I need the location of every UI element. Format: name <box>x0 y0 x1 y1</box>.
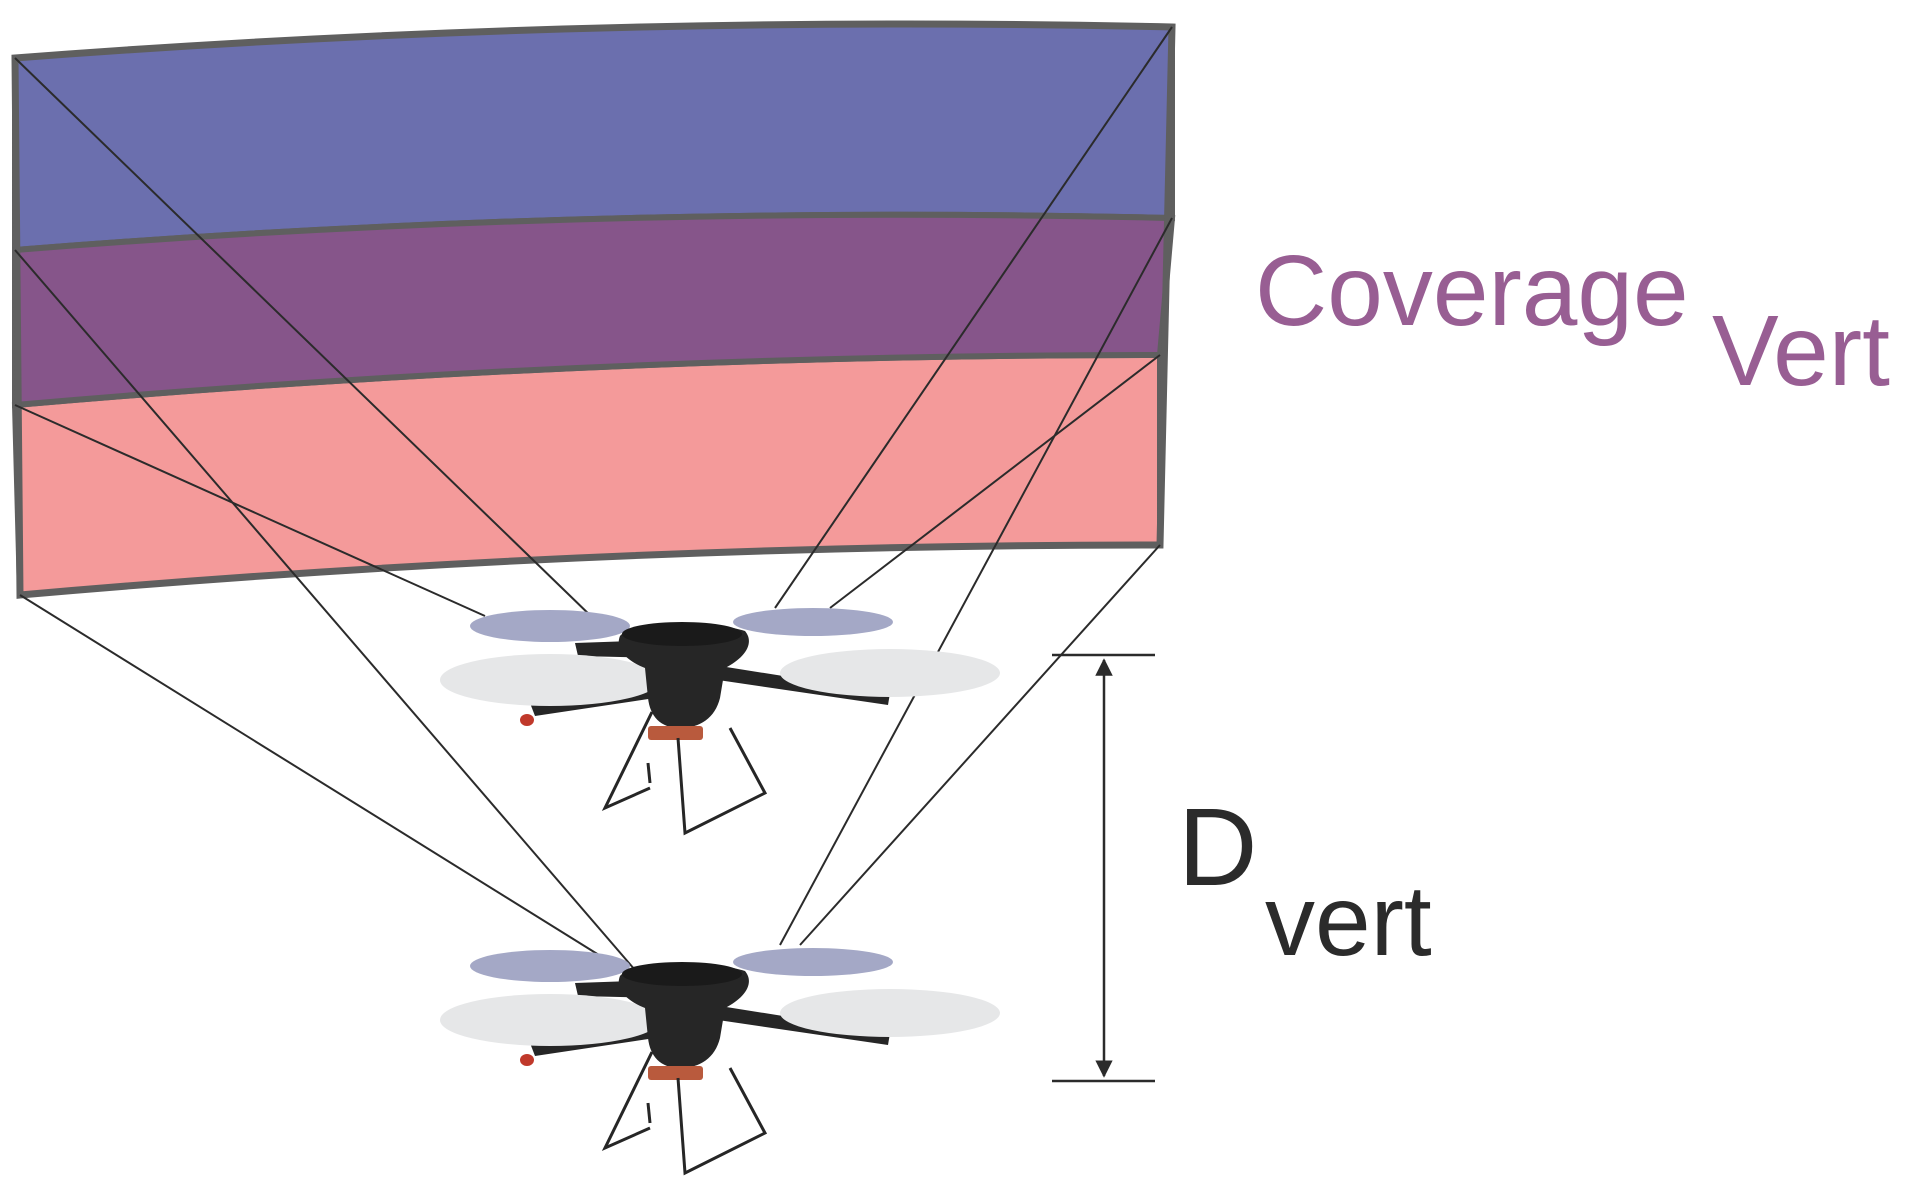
distance-label-main: D <box>1178 786 1257 909</box>
coverage-vert-label: Coverage Vert <box>1255 235 1890 407</box>
d-vert-label: D vert <box>1178 786 1432 977</box>
quadcopter-drone-icon <box>438 606 1002 835</box>
distance-label-subscript: vert <box>1265 865 1432 977</box>
vertical-distance-dimension <box>1052 653 1155 1083</box>
coverage-label-main: Coverage <box>1255 235 1689 347</box>
upper-drone-fov-lines <box>14 26 1173 621</box>
quadcopter-drone-icon <box>438 946 1002 1175</box>
coverage-band-outline <box>11 20 1176 599</box>
coverage-label-subscript: Vert <box>1712 295 1890 407</box>
lower-drone-fov-lines <box>14 217 1173 971</box>
